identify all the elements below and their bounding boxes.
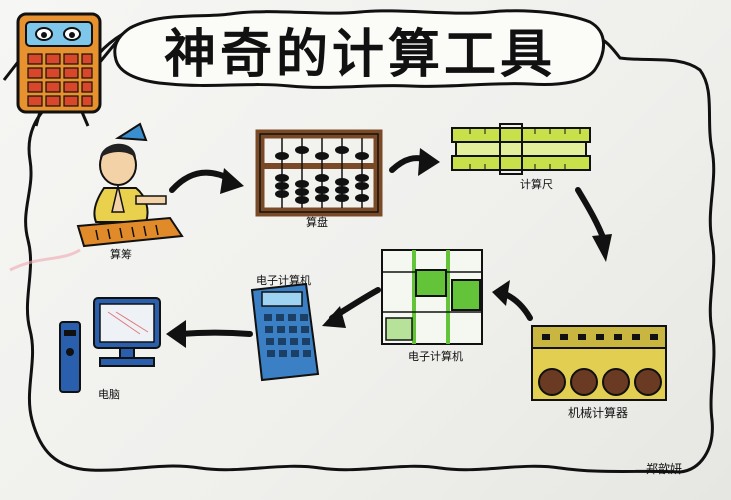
counting-rods-scholar-icon [76,122,184,248]
page-title: 神奇的计算工具 [163,24,556,85]
slide-rule-icon [451,123,591,175]
label-suanpan: 算盘 [306,216,328,229]
electronic-calculator-icon [250,282,320,382]
calculator-mascot-icon [2,12,120,127]
vacuum-tube-computer-icon [381,249,483,345]
label-jisuanchi: 计算尺 [520,178,553,191]
label-diannao: 电脑 [98,388,120,401]
title-cloud [113,9,605,89]
label-suanchou: 算筹 [110,248,132,261]
computer-icon [59,297,161,393]
wavy-border [24,36,716,474]
label-dianzi-calc: 电子计算机 [256,274,311,287]
mechanical-calculator-icon [531,325,667,401]
author-signature: 郑歆妍 [646,462,683,476]
abacus-icon [255,129,383,217]
label-jixie: 机械计算器 [568,406,629,420]
arrow-heads [166,148,612,348]
label-dianzi-tube: 电子计算机 [408,350,463,363]
